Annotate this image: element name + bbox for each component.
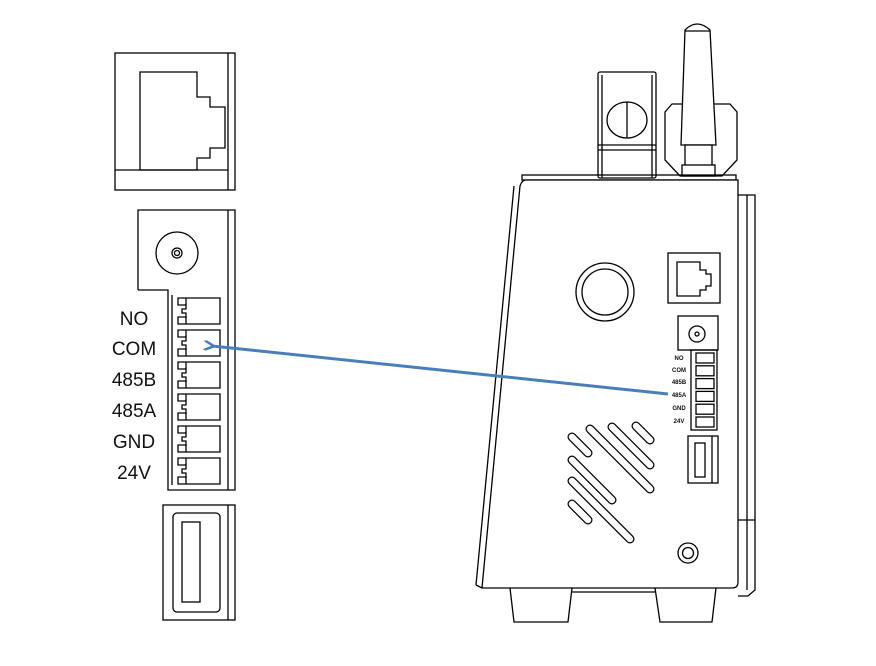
rj45-port (114, 52, 236, 191)
terminal-labels: NO COM 485B 485A GND 24V (112, 309, 157, 484)
speaker-slot (567, 499, 593, 525)
speaker-grille (567, 421, 655, 544)
speaker-slot (631, 421, 655, 445)
antenna (664, 23, 738, 177)
label-485b: 485B (112, 370, 156, 391)
screw-mount (597, 71, 657, 179)
terminal-slot-485b (177, 361, 221, 389)
enlarged-port-panel: NO COM 485B 485A GND 24V (112, 52, 236, 621)
device-terminal-slot (695, 377, 715, 390)
device-terminal-slot (695, 390, 715, 403)
terminal-slot-24v (177, 457, 221, 485)
svg-text:24V: 24V (674, 419, 685, 425)
speaker-slot (567, 432, 593, 458)
round-button (575, 262, 635, 322)
screw-hole (677, 542, 699, 564)
usb-port (162, 504, 236, 621)
device-body (475, 174, 756, 597)
terminal-slot-no (177, 297, 221, 325)
speaker-slot (567, 476, 635, 544)
power-jack (137, 209, 236, 490)
speaker-slot (585, 424, 655, 494)
label-485a: 485A (112, 401, 157, 422)
device-terminal-labels: NO COM 485B 485A GND 24V (672, 356, 687, 425)
label-com: COM (112, 339, 156, 360)
feet (509, 587, 717, 623)
speaker-slot (607, 422, 655, 470)
device-side-view: NO COM 485B 485A GND 24V (475, 23, 756, 623)
label-no: NO (120, 309, 149, 330)
device-rj45-port (667, 252, 721, 304)
label-gnd: GND (113, 432, 155, 453)
terminal-slot-485a (177, 393, 221, 421)
device-usb-port (687, 435, 719, 484)
device-terminal-slot (695, 352, 715, 364)
svg-text:COM: COM (672, 368, 686, 374)
svg-text:485A: 485A (672, 393, 687, 399)
terminal-slot-com (177, 329, 221, 357)
svg-text:485B: 485B (672, 380, 687, 386)
device-terminal-slot (695, 416, 715, 428)
svg-text:GND: GND (672, 406, 686, 412)
callout-arrow (212, 346, 669, 396)
label-24v: 24V (117, 463, 151, 484)
speaker-slot (567, 455, 617, 505)
device-terminal-slot (695, 403, 715, 415)
device-terminal-block (690, 349, 718, 431)
terminal-block (138, 289, 236, 491)
terminal-slot-gnd (177, 425, 221, 453)
device-terminal-slot (695, 365, 715, 377)
svg-text:NO: NO (675, 356, 684, 362)
